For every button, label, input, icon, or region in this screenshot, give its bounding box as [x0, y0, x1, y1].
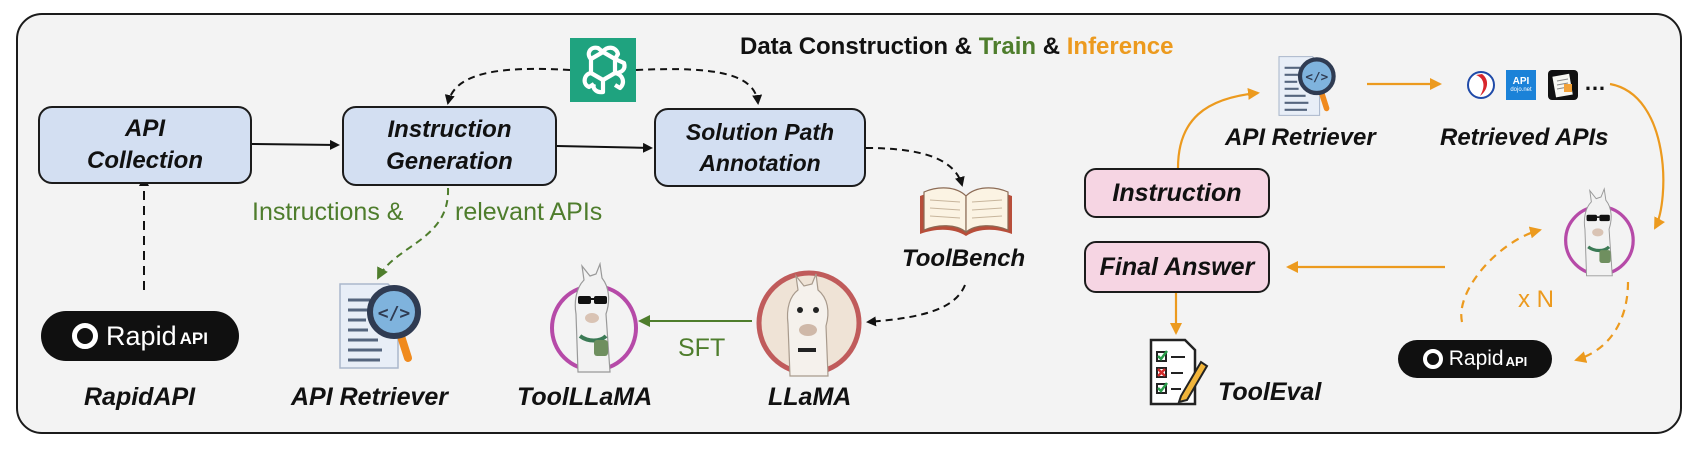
- toolbench-label: ToolBench: [902, 245, 1026, 272]
- instructions-amp-note: Instructions &: [252, 198, 404, 226]
- edge-generation-to-retriever: [377, 187, 450, 280]
- solution-path-label: Solution Path Annotation: [685, 119, 835, 176]
- document-search-icon-small: </>: [1272, 52, 1342, 120]
- rapidapi-word-right: Rapid: [1448, 347, 1504, 370]
- rapidapi-api-word: API: [179, 328, 208, 348]
- edge-loop-toolllama-to-rapidapi: [1574, 281, 1630, 363]
- toolllama-label: ToolLLaMA: [517, 383, 653, 411]
- edge-retrieved-to-toolllama: [1609, 82, 1666, 230]
- tooleval-label: ToolEval: [1218, 378, 1322, 406]
- toolllama-icon-right: [1556, 186, 1638, 282]
- solution-path-box: Solution Path Annotation: [654, 108, 866, 187]
- title-train: Train: [978, 33, 1037, 60]
- instruction-generation-label: Instruction Generation: [386, 116, 513, 175]
- retrieved-apis-label: Retrieved APIs: [1440, 124, 1609, 151]
- instruction-box: Instruction: [1084, 168, 1270, 218]
- rapidapi-api-word-right: API: [1505, 353, 1528, 369]
- llama-icon: [754, 268, 864, 378]
- svg-text:</>: </>: [378, 303, 411, 324]
- edge-instruction-to-retriever: [1176, 87, 1260, 169]
- llama-label: LLaMA: [768, 383, 852, 411]
- rapidapi-label: RapidAPI: [84, 383, 196, 411]
- openai-logo-icon: [570, 38, 636, 102]
- retrieved-apis-ellipsis: …: [1584, 70, 1606, 95]
- edge-openai-to-generation: [444, 67, 571, 105]
- api-retriever-bottom-label: API Retriever: [291, 383, 449, 411]
- edge-generation-to-solution: [556, 142, 653, 153]
- api-collection-box: API Collection: [38, 106, 252, 184]
- times-n-note: x N: [1518, 286, 1554, 313]
- rapidapi-q-icon-right: [1422, 349, 1443, 369]
- final-answer-box: Final Answer: [1084, 241, 1270, 293]
- final-answer-label: Final Answer: [1099, 252, 1255, 281]
- api-dojo-top-text: API: [1512, 76, 1530, 87]
- checklist-icon: [1145, 336, 1209, 408]
- api-retriever-top-label: API Retriever: [1225, 124, 1376, 151]
- title-part-3: &: [1042, 33, 1061, 60]
- api-collection-label: API Collection: [86, 115, 203, 174]
- rapidapi-word: Rapid: [106, 320, 177, 351]
- api-logo-red-icon: [1466, 70, 1496, 100]
- api-dojo-bottom-text: dojo.net: [1510, 87, 1532, 93]
- edge-toolbench-to-llama: [866, 284, 966, 327]
- rapidapi-logo-right: Rapid API: [1398, 340, 1552, 378]
- rapidapi-logo-left: Rapid API: [41, 311, 239, 361]
- relevant-apis-note: relevant APIs: [455, 198, 603, 226]
- svg-text:</>: </>: [1305, 69, 1328, 84]
- document-search-icon: </>: [330, 278, 430, 374]
- instruction-generation-box: Instruction Generation: [342, 106, 557, 186]
- sft-note: SFT: [678, 334, 726, 362]
- title-inference: Inference: [1066, 33, 1174, 60]
- open-book-icon: [916, 182, 1016, 240]
- rapidapi-q-icon: [72, 323, 99, 349]
- instruction-label: Instruction: [1112, 178, 1242, 207]
- edge-collection-to-generation: [251, 139, 340, 150]
- edge-loop-rapidapi-to-toolllama: [1460, 226, 1542, 323]
- api-dojo-logo-icon: API dojo.net: [1506, 70, 1536, 100]
- notepad-logo-icon: [1548, 70, 1578, 100]
- toolllama-icon: [540, 261, 642, 378]
- diagram-title: Data Construction & Train & Inference: [740, 33, 1173, 61]
- title-part-1: Data Construction &: [740, 33, 973, 60]
- edge-solution-to-toolbench: [865, 147, 965, 187]
- edge-openai-to-solution: [635, 68, 763, 105]
